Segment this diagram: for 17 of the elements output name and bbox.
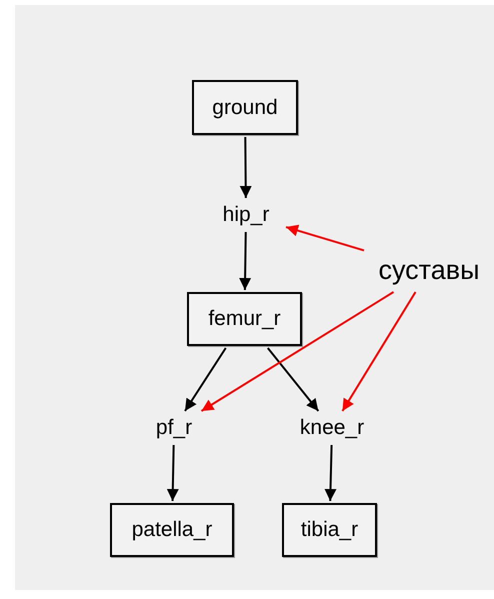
arrow bbox=[184, 347, 227, 412]
body-box: tibia_r bbox=[282, 503, 377, 557]
leader-arrow bbox=[286, 224, 364, 252]
body-box: femur_r bbox=[187, 292, 302, 346]
arrow bbox=[324, 444, 336, 502]
leader-arrow bbox=[342, 291, 416, 412]
joint-label: pf_r bbox=[146, 413, 202, 443]
joint-label: knee_r bbox=[286, 413, 378, 443]
joint-label: суставы bbox=[366, 250, 492, 290]
arrow bbox=[166, 444, 179, 502]
arrow bbox=[240, 136, 252, 198]
leader-arrow bbox=[200, 291, 394, 412]
arrow bbox=[239, 232, 252, 290]
body-box: ground bbox=[192, 80, 298, 135]
joint-label: hip_r bbox=[208, 200, 284, 230]
body-box: patella_r bbox=[110, 503, 234, 557]
arrow bbox=[267, 347, 320, 412]
